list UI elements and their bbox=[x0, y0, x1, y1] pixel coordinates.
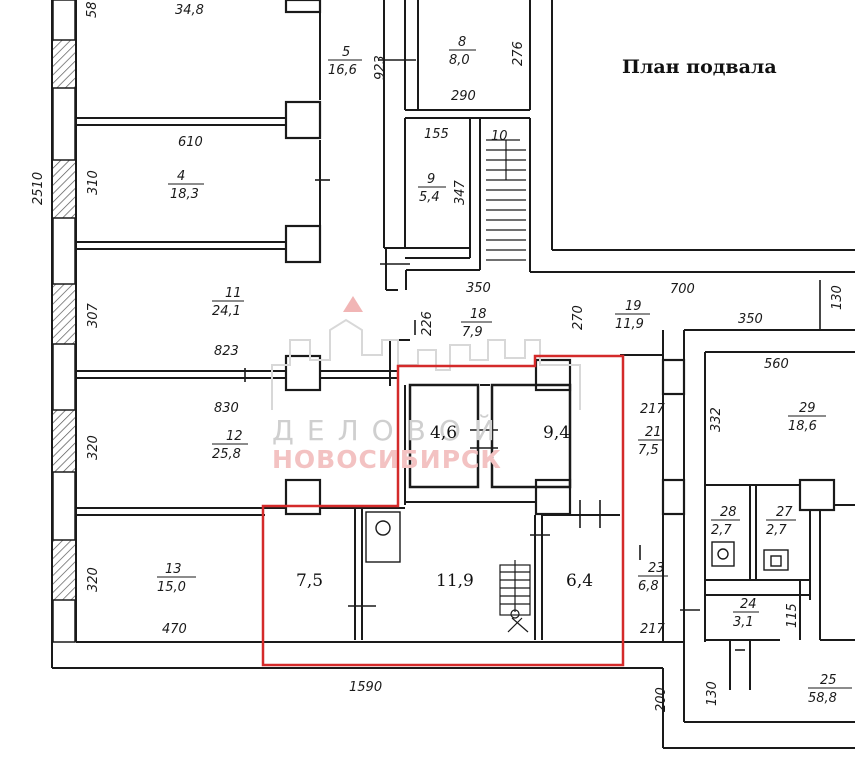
room-23-area: 6,8 bbox=[638, 579, 659, 594]
room-8-area: 8,0 bbox=[449, 53, 470, 68]
room-21-number: 21 bbox=[645, 425, 662, 440]
dim-610: 610 bbox=[178, 135, 203, 150]
dim-320-lower: 320 bbox=[86, 567, 101, 592]
room-23-number: 23 bbox=[648, 561, 665, 576]
room-9-number: 9 bbox=[427, 172, 435, 187]
dim-290: 290 bbox=[451, 89, 476, 104]
room-12-area: 25,8 bbox=[212, 447, 241, 462]
left-wall-hatching bbox=[53, 40, 75, 600]
room-18-number: 18 bbox=[470, 307, 487, 322]
dim-270: 270 bbox=[571, 305, 586, 330]
dim-823: 823 bbox=[214, 344, 239, 359]
room-13-area: 15,0 bbox=[157, 580, 186, 595]
area-label-b: 9,4 bbox=[543, 423, 570, 443]
area-label-c: 7,5 bbox=[296, 571, 323, 591]
pillars bbox=[284, 0, 836, 516]
area-label-a: 4,6 bbox=[430, 423, 457, 443]
area-label-d: 11,9 bbox=[436, 571, 474, 591]
room-25-number: 25 bbox=[820, 673, 837, 688]
dim-350-upper: 350 bbox=[466, 281, 491, 296]
room-top-left-area: 34,8 bbox=[175, 3, 204, 18]
left-wall-windows bbox=[52, 0, 76, 643]
storage-cells bbox=[408, 383, 572, 489]
dim-560: 560 bbox=[764, 357, 789, 372]
dim-830: 830 bbox=[214, 401, 239, 416]
room-25-area: 58,8 bbox=[808, 691, 837, 706]
dim-307: 307 bbox=[86, 302, 101, 328]
dim-130-lower: 130 bbox=[705, 681, 720, 706]
room-11-number: 11 bbox=[225, 286, 242, 301]
plan-title: План подвала bbox=[622, 56, 777, 78]
dim-310: 310 bbox=[86, 170, 101, 195]
toilet-fixtures bbox=[365, 511, 789, 571]
dim-470: 470 bbox=[162, 622, 187, 637]
room-12-number: 12 bbox=[226, 429, 243, 444]
room-11-area: 24,1 bbox=[212, 304, 241, 319]
room-28-number: 28 bbox=[720, 505, 737, 520]
room-19-number: 19 bbox=[625, 299, 642, 314]
staircase-inner bbox=[499, 560, 531, 633]
dim-332: 332 bbox=[709, 407, 724, 432]
dim-923: 923 bbox=[373, 55, 388, 80]
room-4-area: 18,3 bbox=[170, 187, 199, 202]
room-5-number: 5 bbox=[342, 45, 350, 60]
room-5-area: 16,6 bbox=[328, 63, 357, 78]
dim-2510: 2510 bbox=[31, 172, 46, 205]
room-8-number: 8 bbox=[458, 35, 466, 50]
watermark-line1: ДЕЛОВОЙ bbox=[272, 413, 508, 447]
dim-155: 155 bbox=[424, 127, 449, 142]
room-9-area: 5,4 bbox=[419, 190, 440, 205]
room-10-number: 10 bbox=[491, 129, 508, 144]
dim-347: 347 bbox=[453, 179, 468, 205]
room-labels: 34,8 5 16,6 8 8,0 4 18,3 9 5,4 10 11 24,… bbox=[157, 3, 852, 706]
room-24-number: 24 bbox=[740, 597, 757, 612]
area-label-e: 6,4 bbox=[566, 571, 593, 591]
room-4-number: 4 bbox=[177, 169, 185, 184]
dim-226: 226 bbox=[420, 311, 435, 336]
dim-276: 276 bbox=[511, 41, 526, 66]
dim-320-upper: 320 bbox=[86, 435, 101, 460]
room-29-area: 18,6 bbox=[788, 419, 817, 434]
dimension-labels: 2510 58 923 276 290 610 310 155 347 350 … bbox=[31, 1, 845, 712]
dim-115: 115 bbox=[785, 603, 800, 628]
room-28-area: 2,7 bbox=[711, 523, 732, 538]
room-29-number: 29 bbox=[799, 401, 816, 416]
dim-217-lower: 217 bbox=[640, 622, 666, 637]
room-27-number: 27 bbox=[776, 505, 793, 520]
highlighted-premises-outline bbox=[261, 354, 625, 667]
dim-700: 700 bbox=[670, 282, 695, 297]
watermark-line2: НОВОСИБИРСК bbox=[272, 445, 502, 474]
watermark: ДЕЛОВОЙ НОВОСИБИРСК bbox=[271, 296, 581, 474]
room-19-area: 11,9 bbox=[615, 317, 644, 332]
room-27-area: 2,7 bbox=[766, 523, 787, 538]
dim-217-upper: 217 bbox=[640, 402, 666, 417]
room-13-number: 13 bbox=[165, 562, 182, 577]
dim-350-lower: 350 bbox=[738, 312, 763, 327]
dim-130-upper: 130 bbox=[830, 285, 845, 310]
dim-200: 200 bbox=[654, 687, 669, 712]
dim-58: 58 bbox=[85, 1, 100, 18]
room-21-area: 7,5 bbox=[638, 443, 659, 458]
staircase-10 bbox=[486, 139, 526, 261]
room-18-area: 7,9 bbox=[462, 325, 483, 340]
dim-1590: 1590 bbox=[349, 680, 382, 695]
highlighted-area-labels: 4,6 9,4 7,5 11,9 6,4 bbox=[296, 423, 593, 591]
room-24-area: 3,1 bbox=[733, 615, 754, 630]
